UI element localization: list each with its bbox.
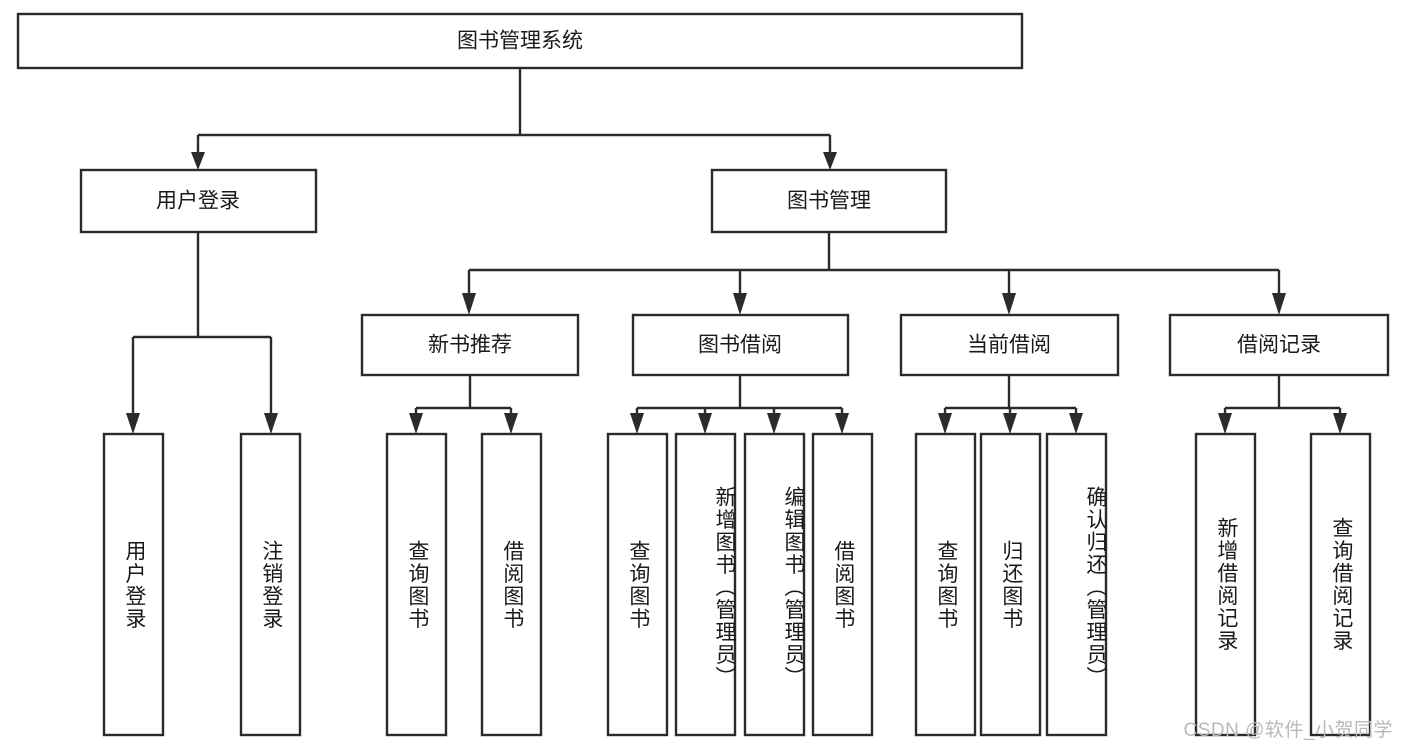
arrow-to-borrow-record [1272,293,1286,315]
node-book-manage-box[interactable] [710,168,948,234]
csdn-watermark: CSDN @软件_小贺同学 [1183,720,1393,741]
arrow-to-leaf-borrow-book-1 [504,413,518,434]
arrow-to-leaf-return-book [1003,413,1017,434]
node-current-borrow-box[interactable] [899,313,1120,377]
arrow-to-leaf-borrow-book-2 [835,413,849,434]
node-current-borrow-label: 当前借阅 [967,334,1051,357]
arrow-to-leaf-query-record [1333,413,1347,434]
node-book-manage-label: 图书管理 [787,190,871,213]
node-root-box[interactable] [16,12,1024,70]
node-book-borrow-box[interactable] [631,313,850,377]
arrow-to-leaf-confirm-return [1069,413,1083,434]
node-leaf-edit-book-box[interactable] [743,432,806,737]
node-leaf-query-book-2-box[interactable] [606,432,669,737]
arrow-to-book-borrow [733,293,747,315]
node-new-book-rec-label: 新书推荐 [428,334,512,357]
arrow-root-to-book-manage [823,152,837,170]
node-leaf-user-login-box[interactable] [102,432,165,737]
node-leaf-confirm-return-box[interactable] [1045,432,1108,737]
arrow-to-new-book-rec [462,293,476,315]
node-leaf-borrow-book-1-box[interactable] [480,432,543,737]
node-borrow-record-label: 借阅记录 [1237,334,1321,357]
node-leaf-add-book-box[interactable] [674,432,737,737]
node-leaf-borrow-book-2-box[interactable] [811,432,874,737]
arrow-to-leaf-query-book-3 [938,413,952,434]
arrow-to-leaf-user-logout [264,413,278,434]
node-book-borrow-label: 图书借阅 [698,334,782,357]
node-leaf-user-logout-box[interactable] [239,432,302,737]
arrow-to-leaf-add-record [1218,413,1232,434]
node-user-login-label: 用户登录 [156,190,240,213]
arrow-to-leaf-query-book-1 [409,413,423,434]
node-leaf-add-record-box[interactable] [1194,432,1257,737]
node-root-label: 图书管理系统 [457,30,583,53]
node-leaf-return-book-box[interactable] [979,432,1042,737]
arrow-to-leaf-edit-book [767,413,781,434]
node-new-book-rec-box[interactable] [360,313,580,377]
arrow-root-to-user-login [191,152,205,170]
arrow-to-leaf-add-book [698,413,712,434]
node-leaf-query-record-box[interactable] [1309,432,1372,737]
node-leaf-query-book-1-box[interactable] [385,432,448,737]
arrow-to-leaf-user-login [126,413,140,434]
node-leaf-query-book-3-box[interactable] [914,432,977,737]
arrow-to-leaf-query-book-2 [630,413,644,434]
arrow-to-current-borrow [1002,293,1016,315]
node-borrow-record-box[interactable] [1168,313,1390,377]
